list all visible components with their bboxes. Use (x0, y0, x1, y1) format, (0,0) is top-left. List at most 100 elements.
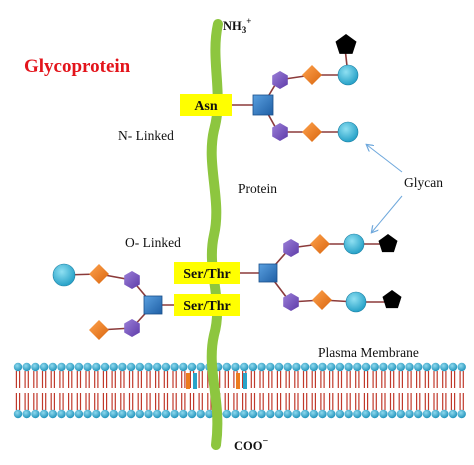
lipid-head (57, 362, 66, 372)
lipid-head (379, 409, 388, 419)
glcnac-square (258, 263, 278, 283)
lipid-head (327, 409, 336, 419)
lipid-head (205, 409, 214, 419)
lipid-head (179, 409, 188, 419)
lipid-head (22, 409, 31, 419)
plasma-membrane (13, 362, 466, 419)
lipid-head (448, 409, 458, 419)
lipid-head (57, 409, 66, 419)
lipid-head (144, 409, 153, 419)
lipid-head (153, 409, 162, 419)
mannose-hexagon (283, 239, 299, 257)
membrane-residue (193, 373, 197, 389)
lipid-head (266, 362, 275, 372)
lipid-head (92, 409, 101, 419)
membrane-residue (186, 373, 190, 389)
lipid-head (39, 409, 49, 419)
sialic-acid-circle (343, 233, 365, 255)
lipid-head (344, 362, 353, 372)
sialic-acid-circle (52, 263, 76, 287)
ser-thr-box-2 (174, 294, 240, 316)
galactose-diamond (312, 290, 332, 310)
glycan-residues (52, 34, 402, 340)
lipid-head (187, 409, 197, 419)
lipid-head (248, 362, 258, 372)
lipid-head (231, 362, 240, 372)
protein-chain (206, 19, 223, 450)
lipid-head (448, 362, 458, 372)
lipid-head (379, 362, 388, 372)
lipid-head (100, 409, 110, 419)
galactose-diamond (302, 122, 322, 142)
lipid-head (335, 409, 345, 419)
lipid-head (109, 362, 118, 372)
asn-label: Asn (194, 99, 218, 114)
lipid-head (344, 409, 353, 419)
lipid-head (422, 362, 432, 372)
lipid-head (100, 362, 110, 372)
lipid-head (353, 362, 362, 372)
lipid-head (361, 362, 371, 372)
lipid-head (370, 362, 379, 372)
lipid-head (240, 362, 249, 372)
lipid-head (187, 362, 197, 372)
lipid-head (109, 409, 118, 419)
lipid-head (161, 409, 171, 419)
lipid-head (231, 409, 240, 419)
lipid-head (83, 362, 92, 372)
plasma-membrane-label: Plasma Membrane (318, 345, 419, 360)
lipid-head (266, 409, 275, 419)
sialic-acid-circle (337, 121, 359, 143)
lipid-head (83, 409, 92, 419)
lipid-head (126, 409, 136, 419)
mannose-hexagon (124, 319, 140, 337)
membrane-residue (243, 373, 247, 389)
lipid-head (283, 362, 292, 372)
glycan-arrow-n (367, 145, 403, 173)
lipid-head (353, 409, 362, 419)
lipid-head (431, 362, 440, 372)
lipid-head (66, 362, 75, 372)
lipid-head (414, 409, 423, 419)
lipid-head (405, 409, 414, 419)
lipid-head (31, 362, 40, 372)
lipid-head (292, 409, 301, 419)
lipid-head (39, 362, 49, 372)
lipid-head (274, 409, 284, 419)
lipid-head (440, 362, 449, 372)
lipid-head (13, 409, 23, 419)
lipid-head (370, 409, 379, 419)
lipid-head (274, 362, 284, 372)
lipid-head (396, 409, 405, 419)
lipid-head (414, 362, 423, 372)
glycan-links (63, 47, 390, 331)
lipid-head (92, 362, 101, 372)
lipid-head (396, 362, 405, 372)
lipid-head (387, 362, 397, 372)
lipid-head (240, 409, 249, 419)
fucose-pentagon (335, 34, 357, 54)
lipid-head (161, 362, 171, 372)
lipid-head (144, 362, 153, 372)
lipid-head (440, 409, 449, 419)
sialic-acid-circle (345, 291, 367, 313)
lipid-head (457, 362, 466, 372)
lipid-head (153, 362, 162, 372)
glcnac-square (143, 295, 163, 315)
galactose-diamond (89, 320, 109, 340)
lipid-head (118, 409, 127, 419)
glcnac-square (252, 94, 274, 116)
lipid-head (48, 362, 57, 372)
protein-label: Protein (238, 181, 277, 196)
lipid-head (66, 409, 75, 419)
o-linked-label: O- Linked (125, 235, 181, 250)
membrane-residue (236, 373, 240, 389)
lipid-head (13, 362, 23, 372)
galactose-diamond (302, 65, 322, 85)
lipid-head (387, 409, 397, 419)
lipid-head (196, 409, 205, 419)
lipid-head (196, 362, 205, 372)
glycan-label: Glycan (404, 175, 443, 190)
fucose-pentagon (382, 290, 402, 309)
